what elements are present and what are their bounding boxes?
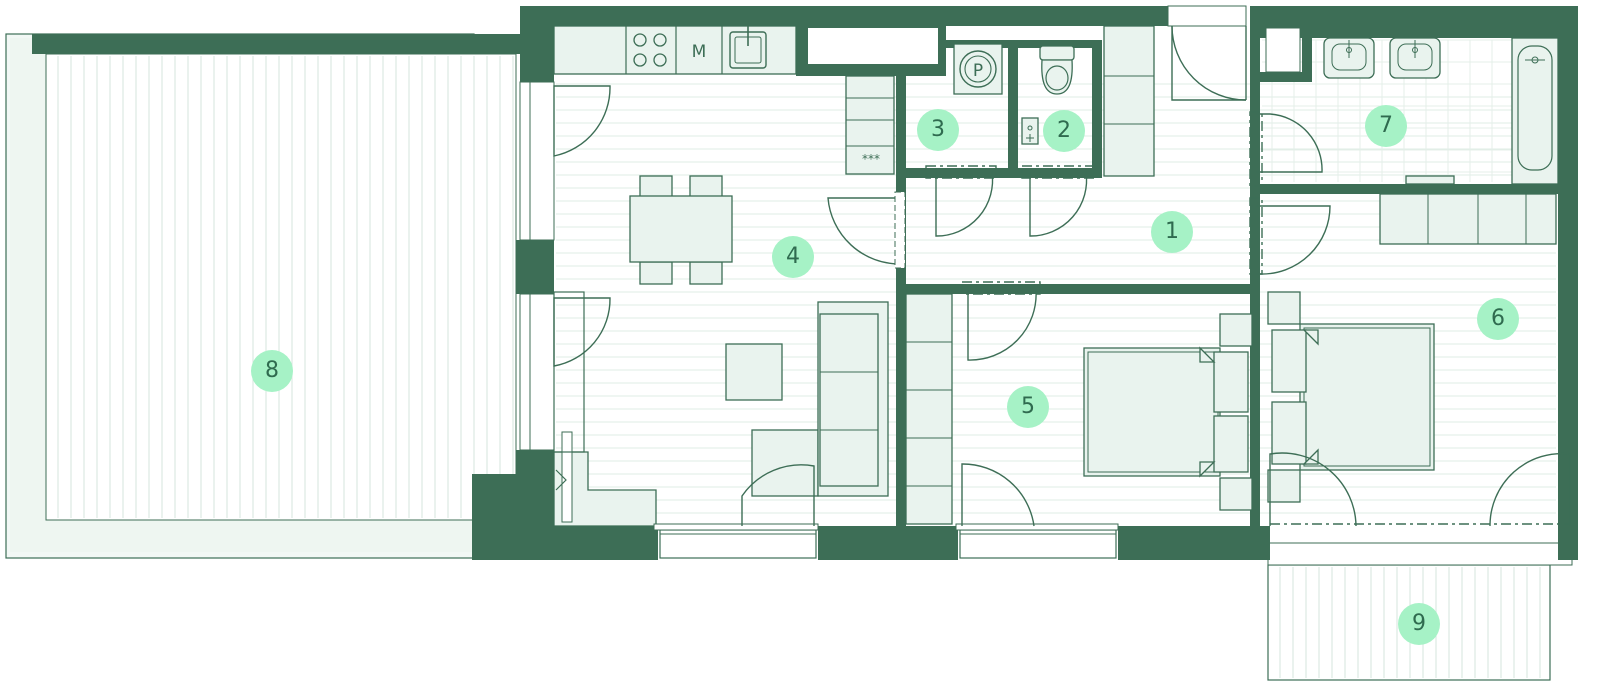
- bathroom-shelf: [1405, 175, 1455, 185]
- room-number-9: 9: [1398, 603, 1440, 645]
- dining-table: [629, 175, 733, 285]
- coffee-table: [725, 343, 783, 401]
- room-number-2: 2: [1043, 110, 1085, 152]
- sofa: [751, 301, 889, 497]
- windows: [519, 81, 1119, 559]
- bathroom-niche: [1265, 27, 1301, 73]
- room-number-3: 3: [917, 109, 959, 151]
- room-number-1: 1: [1151, 211, 1193, 253]
- bedroom-1-wardrobe: [905, 293, 953, 525]
- cabinet-label: ***: [862, 152, 880, 166]
- doors: [553, 5, 1571, 527]
- washer-label: P: [973, 61, 983, 81]
- stove-icon: [633, 33, 667, 67]
- living-floor: [556, 83, 1556, 514]
- wc-sink-icon: [1021, 117, 1039, 145]
- bathtub-icon: [1511, 37, 1559, 185]
- room-number-6: 6: [1477, 298, 1519, 340]
- washing-machine-icon: [953, 43, 1003, 95]
- side-unit: [553, 431, 657, 527]
- utility-cabinet: [845, 75, 895, 175]
- room-number-7: 7: [1365, 105, 1407, 147]
- washbasin-icon: [1323, 37, 1375, 79]
- double-bed: [1083, 313, 1253, 511]
- room-number-8: 8: [251, 350, 293, 392]
- kitchen-sink-icon: [729, 26, 767, 69]
- double-bed: [1267, 291, 1435, 503]
- bedroom-2-wardrobe: [1379, 193, 1557, 245]
- microwave-label: M: [692, 42, 707, 62]
- terrace-area: [5, 33, 524, 559]
- walls: [472, 6, 1578, 560]
- toilet-icon: [1039, 45, 1075, 95]
- kitchen-counter: [553, 25, 797, 75]
- washbasin-icon: [1389, 37, 1441, 79]
- room-number-4: 4: [772, 236, 814, 278]
- room-number-5: 5: [1007, 386, 1049, 428]
- hallway-wardrobe: [1103, 25, 1155, 177]
